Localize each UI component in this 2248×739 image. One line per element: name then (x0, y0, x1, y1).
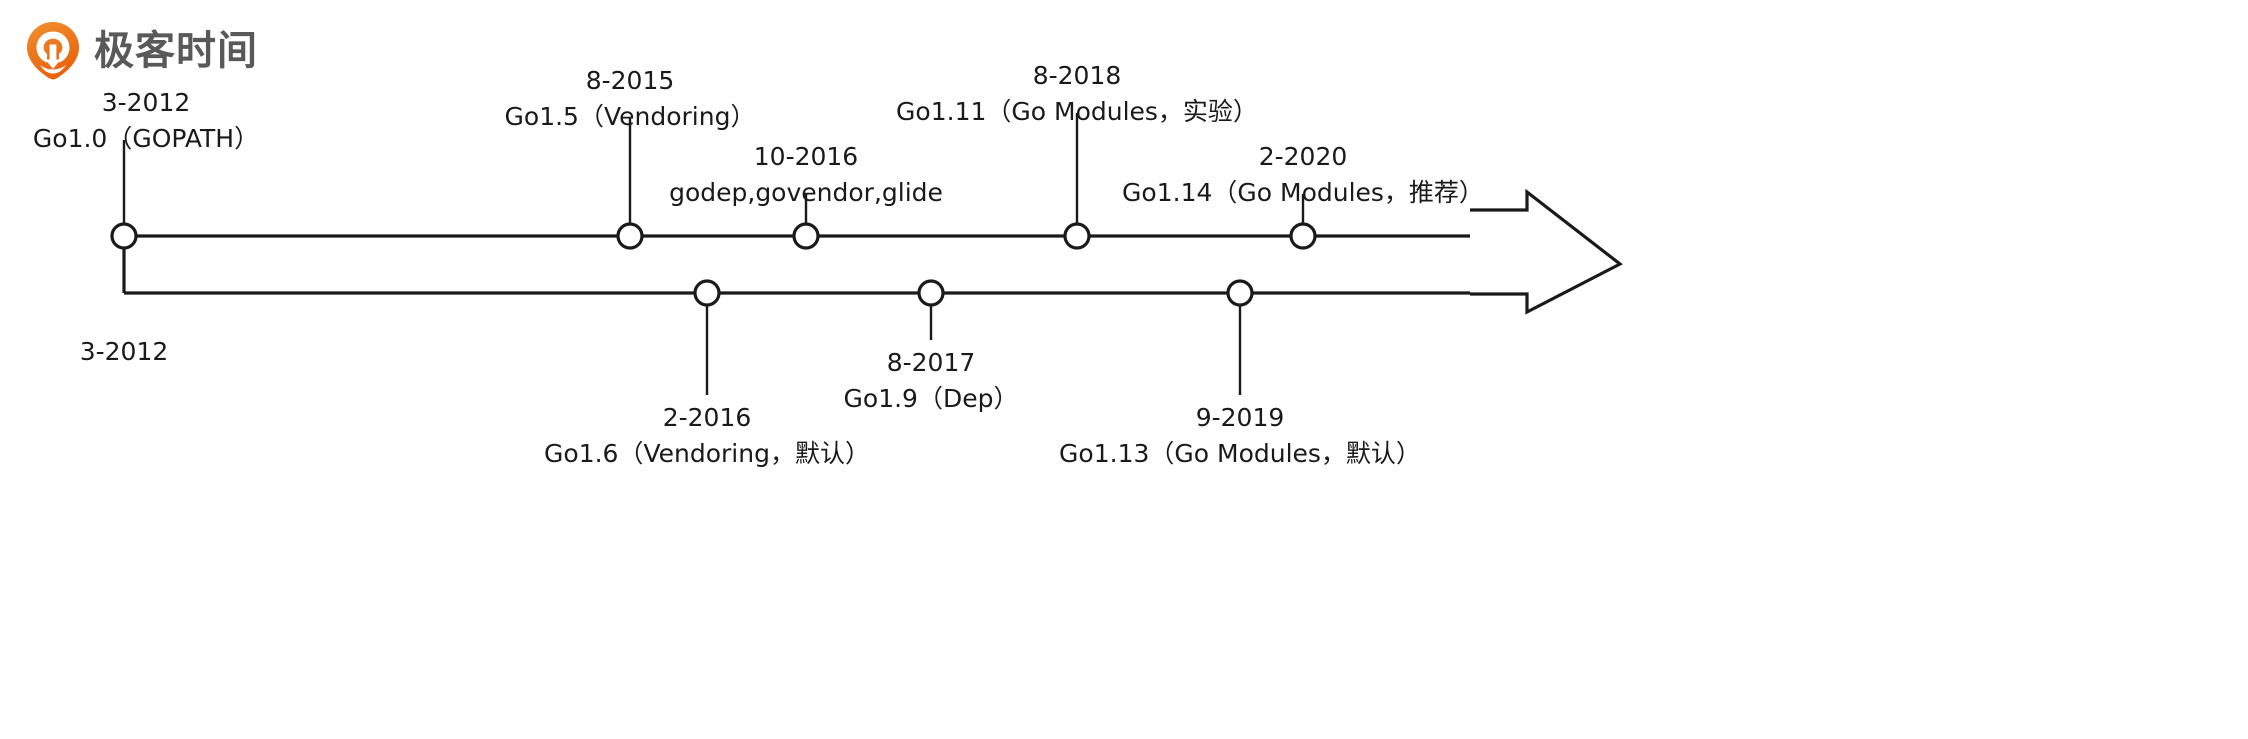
event-date: 9-2019 (1195, 403, 1285, 432)
upper-event-node-4[interactable] (1289, 222, 1317, 250)
upper-event-node-0[interactable] (110, 222, 138, 250)
upper-event-node-1[interactable] (616, 222, 644, 250)
geektime-logo-text: 极客时间 (94, 28, 258, 74)
geektime-logo: 极客时间 (26, 20, 326, 82)
lower-event-label-0: 3-2012 (80, 334, 169, 370)
event-date: 3-2012 (101, 88, 191, 117)
event-date: 3-2012 (79, 337, 169, 366)
axis-arrow-head (1470, 188, 1623, 315)
event-detail: Go1.13（Go Modules，默认） (1059, 438, 1421, 468)
event-date: 8-2017 (886, 348, 976, 377)
lower-event-node-2[interactable] (917, 279, 945, 307)
event-date: 2-2016 (662, 403, 752, 432)
event-date: 2-2020 (1258, 142, 1348, 171)
upper-event-label-2: 10-2016 godep,govendor,glide (669, 139, 943, 210)
upper-event-node-3[interactable] (1063, 222, 1091, 250)
event-detail: Go1.9（Dep） (843, 383, 1019, 413)
event-detail: Go1.6（Vendoring，默认） (544, 438, 870, 468)
event-date: 8-2015 (585, 66, 675, 95)
lower-event-node-3[interactable] (1226, 279, 1254, 307)
event-date: 8-2018 (1032, 61, 1122, 90)
event-detail: Go1.5（Vendoring） (504, 101, 756, 131)
event-date: 10-2016 (753, 142, 859, 171)
event-detail: Go1.0（GOPATH） (32, 123, 260, 153)
event-detail: Go1.14（Go Modules，推荐） (1122, 177, 1484, 207)
event-detail: godep,govendor,glide (669, 177, 943, 207)
lower-event-node-1[interactable] (693, 279, 721, 307)
geektime-pin-logo-icon (27, 22, 79, 80)
event-detail: Go1.11（Go Modules，实验） (896, 96, 1258, 126)
upper-event-node-2[interactable] (792, 222, 820, 250)
